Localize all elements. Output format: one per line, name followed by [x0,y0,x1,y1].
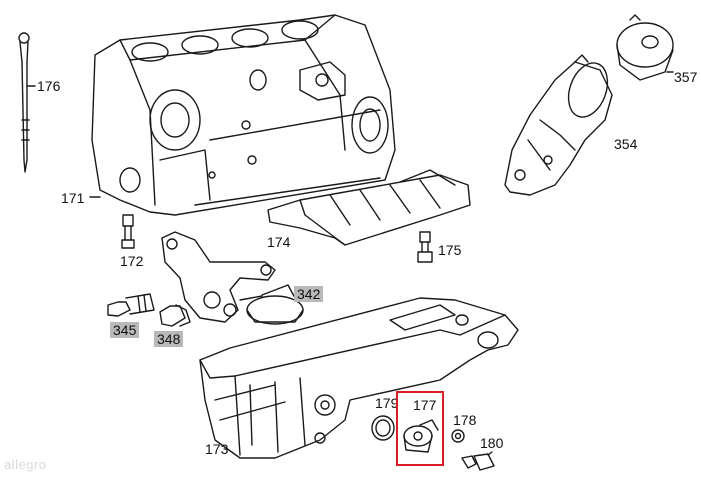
sensor-177-drawing [403,419,439,453]
o-ring-179-drawing [371,415,395,441]
oil-strainer-drawing [239,284,304,325]
label-part-173: 173 [205,441,229,457]
label-part-178: 178 [453,412,477,428]
engine-block-drawing [89,14,396,216]
selected-part-callout [396,391,444,466]
dipstick-drawing [18,32,36,173]
bolt-175-drawing [417,231,433,263]
oil-pan-drawing [199,297,519,459]
washer-178-drawing [451,429,465,443]
label-part-175: 175 [438,242,462,258]
label-part-177: 177 [413,397,437,413]
label-part-348: 348 [154,331,184,347]
label-part-172: 172 [120,253,144,269]
label-part-171: 171 [61,190,85,206]
oil-pump-drawing [161,231,276,323]
oil-baffle-drawing [267,169,471,246]
label-part-179: 179 [375,395,399,411]
label-part-176: 176 [37,78,61,94]
label-part-342: 342 [294,286,324,302]
label-part-180: 180 [480,435,504,451]
bolt-172-drawing [121,214,135,249]
sensor-345-drawing [107,293,155,317]
oil-filter-housing-drawing [504,54,613,196]
drain-plug-180-drawing [461,451,495,471]
label-part-354: 354 [614,136,638,152]
label-part-174: 174 [267,234,291,250]
label-part-357: 357 [674,69,698,85]
fitting-348-drawing [159,304,191,327]
watermark: allegro [4,457,47,472]
filter-cap-drawing [616,14,674,81]
label-part-345: 345 [110,322,140,338]
